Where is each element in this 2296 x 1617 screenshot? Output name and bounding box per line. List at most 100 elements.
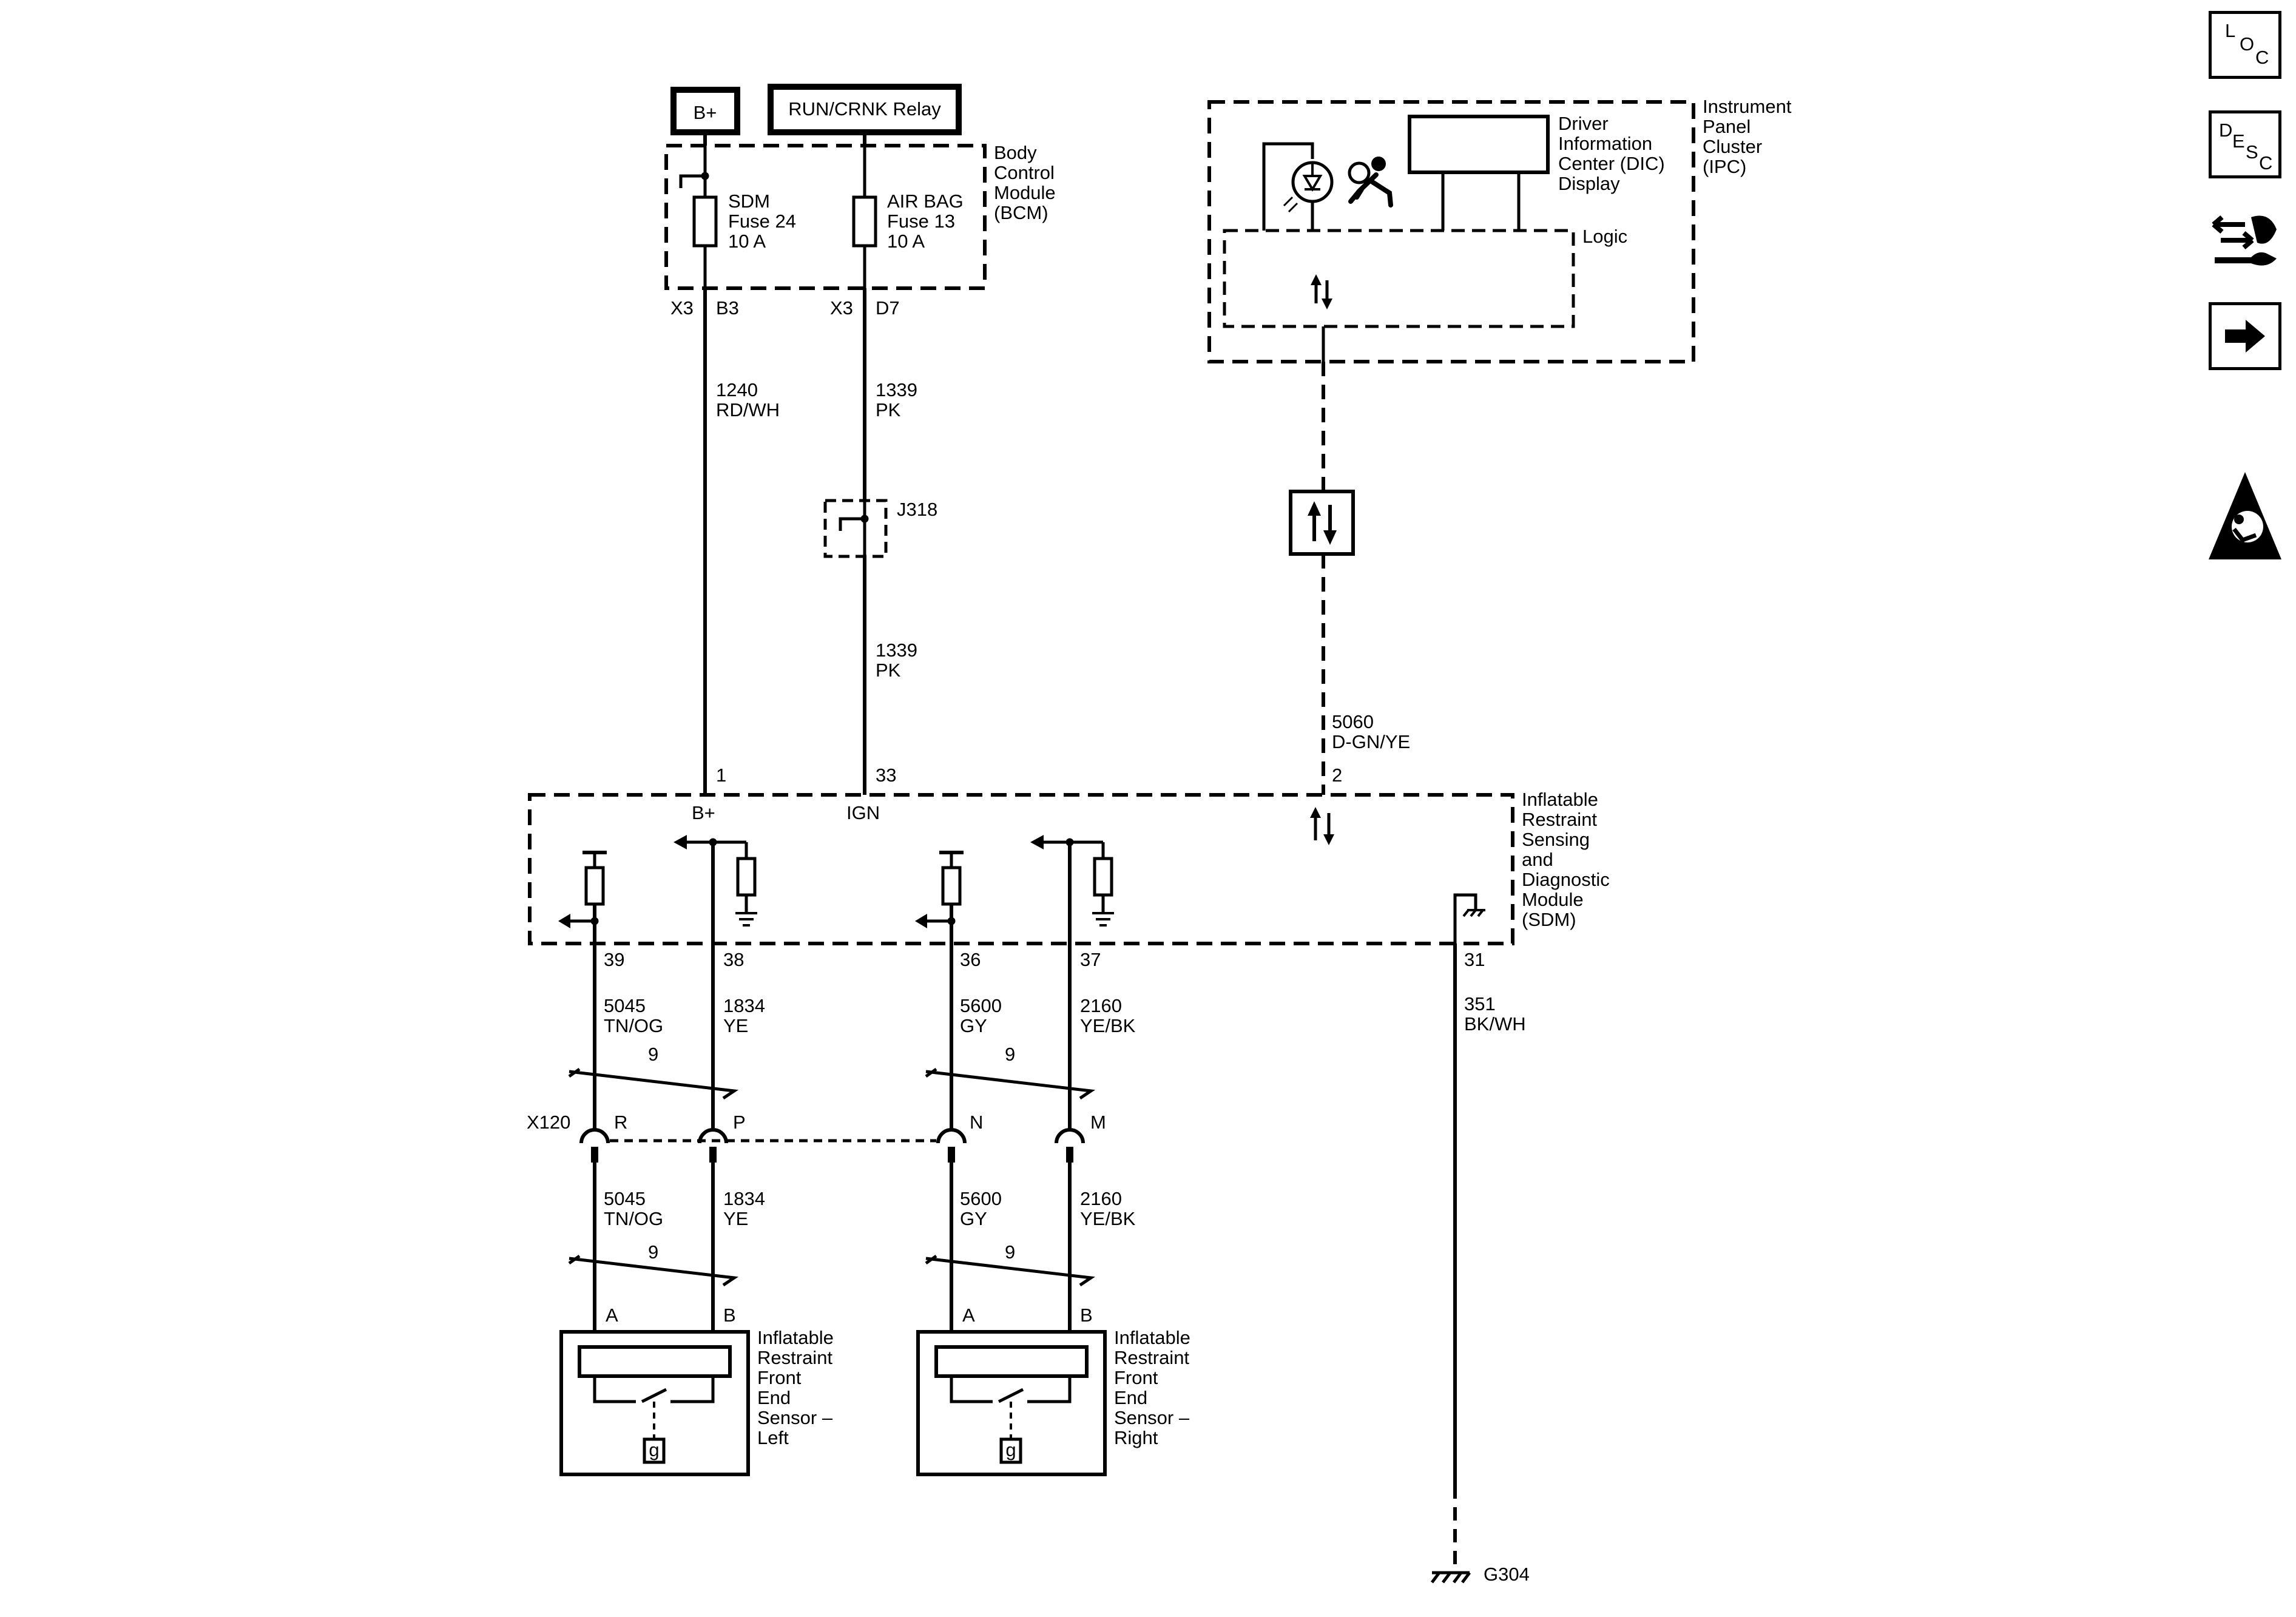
sdm-pin-36: 36 xyxy=(960,949,981,970)
airbag-fuse-13 xyxy=(852,195,877,248)
sdm-pin-38: 38 xyxy=(723,949,744,970)
location-icon: L O C xyxy=(2225,20,2269,68)
twist-label-b: 9 xyxy=(1005,1044,1015,1065)
twist-label-a: 9 xyxy=(648,1044,658,1065)
svg-text:E: E xyxy=(2232,130,2245,152)
wire-5600-label-lower: 5600 GY xyxy=(960,1188,1007,1229)
sensor-right-title: Inflatable Restraint Front End Sensor – … xyxy=(1114,1327,1195,1448)
bcm-conn-x3-b: X3 xyxy=(830,297,853,319)
bplus-source: B+ xyxy=(670,87,740,135)
connector-tool-button[interactable] xyxy=(2209,205,2281,273)
ground-label: G304 xyxy=(1484,1564,1530,1585)
connector-x120-label: X120 xyxy=(527,1112,570,1133)
airbag-person-icon xyxy=(1348,157,1393,208)
wire-1834-label-lower: 1834 YE xyxy=(723,1188,771,1229)
dic-display xyxy=(1408,115,1550,174)
connector-tool-icon xyxy=(2212,215,2277,266)
sensor-left-pin-a: A xyxy=(606,1305,618,1326)
sdm-fuse-24 xyxy=(692,195,718,248)
splice-j318: J318 xyxy=(823,499,937,558)
bcm-module: Body Control Module (BCM) xyxy=(664,142,1061,290)
ipc-title: Instrument Panel Cluster (IPC) xyxy=(1703,96,1797,177)
wire-1339-label-lower: 1339 PK xyxy=(876,640,923,681)
sensor-left-pin-b: B xyxy=(723,1305,736,1326)
wire-5045-label-upper: 5045 TN/OG xyxy=(604,995,663,1036)
svg-text:L: L xyxy=(2225,20,2235,41)
twisted-pair-mark-left-upper xyxy=(568,1067,739,1100)
sensor-right-pin-b: B xyxy=(1080,1305,1093,1326)
x120-pin-m: M xyxy=(1090,1112,1106,1133)
svg-text:O: O xyxy=(2240,33,2254,55)
sdm-fuse-label: SDM Fuse 24 10 A xyxy=(728,191,802,252)
run-crank-relay-source: RUN/CRNK Relay xyxy=(768,84,962,135)
sensor-left-g: g xyxy=(649,1439,659,1460)
sdm-pin-1-label: B+ xyxy=(692,802,715,823)
svg-text:D: D xyxy=(2219,120,2232,141)
sdm-pin-39: 39 xyxy=(604,949,624,970)
splice-label: J318 xyxy=(897,499,937,520)
ipc-serial-data-icon xyxy=(1311,274,1332,309)
twisted-pair-mark-right-lower xyxy=(925,1254,1096,1287)
sdm-module: Inflatable Restraint Sensing and Diagnos… xyxy=(528,789,1615,945)
connector-x120: X120 R P N M xyxy=(527,1112,1106,1163)
sdm-pin-31: 31 xyxy=(1464,949,1485,970)
twisted-pair-mark-right-upper xyxy=(925,1067,1096,1100)
bcm-pin-b3: B3 xyxy=(716,297,739,319)
wire-5600-label-upper: 5600 GY xyxy=(960,995,1007,1036)
svg-text:C: C xyxy=(2255,47,2269,68)
wire-2160-label-lower: 2160 YE/BK xyxy=(1080,1188,1136,1229)
next-page-button[interactable] xyxy=(2209,302,2281,370)
sdm-pin-37: 37 xyxy=(1080,949,1101,970)
sdm-circuit-39 xyxy=(558,851,607,944)
airbag-fuse-label: AIR BAG Fuse 13 10 A xyxy=(887,191,968,252)
twist-label-c: 9 xyxy=(648,1241,658,1263)
svg-text:C: C xyxy=(2259,152,2272,174)
svg-text:S: S xyxy=(2246,141,2258,163)
wire-1339-label-upper: 1339 PK xyxy=(876,379,923,420)
sdm-title: Inflatable Restraint Sensing and Diagnos… xyxy=(1522,789,1615,930)
twist-label-d: 9 xyxy=(1005,1241,1015,1263)
sdm-circuit-37 xyxy=(1030,835,1114,944)
wire-351-label: 351 BK/WH xyxy=(1464,993,1526,1035)
wire-5045-label-lower: 5045 TN/OG xyxy=(604,1188,663,1229)
dic-label: Driver Information Center (DIC) Display xyxy=(1558,113,1670,194)
sdm-pin-1: 1 xyxy=(716,765,726,786)
x120-pin-p: P xyxy=(733,1112,746,1133)
description-icon: D E S C xyxy=(2219,120,2272,174)
bcm-title: Body Control Module (BCM) xyxy=(994,142,1061,223)
sensor-right-g: g xyxy=(1005,1439,1016,1460)
x120-pin-r: R xyxy=(614,1112,627,1133)
airbag-warning-icon xyxy=(2209,472,2281,559)
sdm-pin-33: 33 xyxy=(876,765,896,786)
front-end-sensor-right: A B g Inflatable Restraint Front End Sen… xyxy=(916,1305,1195,1476)
wire-1240-label: 1240 RD/WH xyxy=(716,379,780,420)
bplus-label: B+ xyxy=(694,102,717,123)
wire-1834-label-upper: 1834 YE xyxy=(723,995,771,1036)
sensor-right-pin-a: A xyxy=(962,1305,975,1326)
wire-5060-label: 5060 D-GN/YE xyxy=(1332,711,1410,752)
arrow-right-icon xyxy=(2225,320,2265,353)
front-end-sensor-left: A B g Inflatable Restraint Front End Sen… xyxy=(559,1305,839,1476)
airbag-warning-indicator xyxy=(2206,468,2284,563)
twisted-pair-mark-left-lower xyxy=(568,1254,739,1287)
ipc-module: Instrument Panel Cluster (IPC) Driver In… xyxy=(1207,96,1797,363)
sdm-ground-circuit xyxy=(1453,893,1485,944)
relay-label: RUN/CRNK Relay xyxy=(788,98,941,120)
bcm-conn-x3-a: X3 xyxy=(670,297,694,319)
ipc-logic-box xyxy=(1223,229,1575,328)
serial-data-icon xyxy=(1289,490,1355,556)
wire-2160-label-upper: 2160 YE/BK xyxy=(1080,995,1136,1036)
sdm-circuit-36 xyxy=(915,851,964,944)
sdm-circuit-38 xyxy=(674,835,757,944)
sdm-pin-2: 2 xyxy=(1332,765,1342,786)
sensor-left-title: Inflatable Restraint Front End Sensor – … xyxy=(757,1327,839,1448)
location-button[interactable]: L O C xyxy=(2209,11,2281,79)
description-button[interactable]: D E S C xyxy=(2209,110,2281,178)
sdm-serial-data-icon xyxy=(1310,807,1334,845)
x120-pin-n: N xyxy=(970,1112,983,1133)
ground-g304: G304 xyxy=(1431,1564,1530,1585)
logic-label: Logic xyxy=(1582,226,1627,247)
sdm-pin-33-label: IGN xyxy=(846,802,880,823)
bcm-pin-d7: D7 xyxy=(876,297,900,319)
